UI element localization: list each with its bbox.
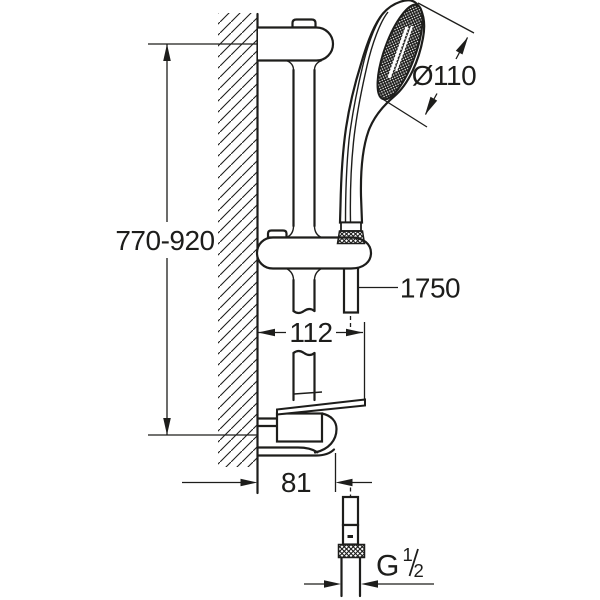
bracket-wall-connector — [256, 417, 279, 428]
wall-hatch — [218, 13, 258, 467]
spray-face — [376, 3, 424, 101]
tray-profile — [276, 398, 366, 416]
offset-lower-label: 81 — [281, 467, 311, 498]
connector-upper-tube — [341, 495, 360, 527]
thread-numerator-label: 1 — [403, 544, 413, 565]
holder-body — [255, 236, 373, 270]
rail-upper — [292, 68, 316, 228]
bracket-foot-bottom — [256, 448, 336, 457]
dim-head-diameter: Ø110 — [380, 2, 477, 128]
bracket-cap — [291, 18, 317, 29]
soap-tray — [276, 391, 366, 416]
connector-lower-tube — [341, 523, 360, 546]
handle-knurl — [336, 230, 366, 245]
lower-wall-bracket — [256, 412, 338, 457]
hand-shower — [336, 0, 426, 245]
dim-rail-height: 770-920 — [115, 44, 215, 435]
bracket-lobe — [313, 412, 338, 454]
holder-knob — [266, 229, 288, 239]
handle-shoulder — [340, 221, 362, 232]
thread-denominator-label: 2 — [414, 560, 424, 581]
top-wall-bracket — [258, 18, 335, 62]
rail-middle — [292, 278, 316, 313]
shower-rail — [285, 59, 323, 402]
bracket-foot-top — [256, 446, 319, 454]
thread-prefix-label: G — [376, 550, 399, 583]
fraction-slash-line — [408, 548, 419, 577]
rail-height-label: 770-920 — [115, 225, 214, 256]
leader-hose-length: 1750 — [358, 273, 461, 304]
dim-offset-upper: 112 — [258, 317, 366, 400]
bracket-body — [275, 412, 324, 443]
head-diameter-label: Ø110 — [412, 60, 476, 91]
hose-lower — [340, 556, 362, 598]
connector-knurl — [337, 543, 366, 559]
offset-upper-label: 112 — [289, 317, 332, 348]
dim-offset-lower: 81 — [182, 453, 372, 498]
rail-break-upper — [292, 307, 316, 315]
wall-section — [218, 12, 259, 495]
dim-rail-height-extensions — [148, 43, 257, 436]
connector-notch — [347, 535, 353, 538]
rail-break-lower — [292, 349, 316, 357]
hose-length-label: 1750 — [400, 273, 460, 304]
dim-thread-size: G 1 2 — [304, 544, 434, 588]
slider-holder — [255, 225, 373, 281]
hose-connector — [337, 487, 366, 598]
bracket-arm — [258, 26, 335, 62]
